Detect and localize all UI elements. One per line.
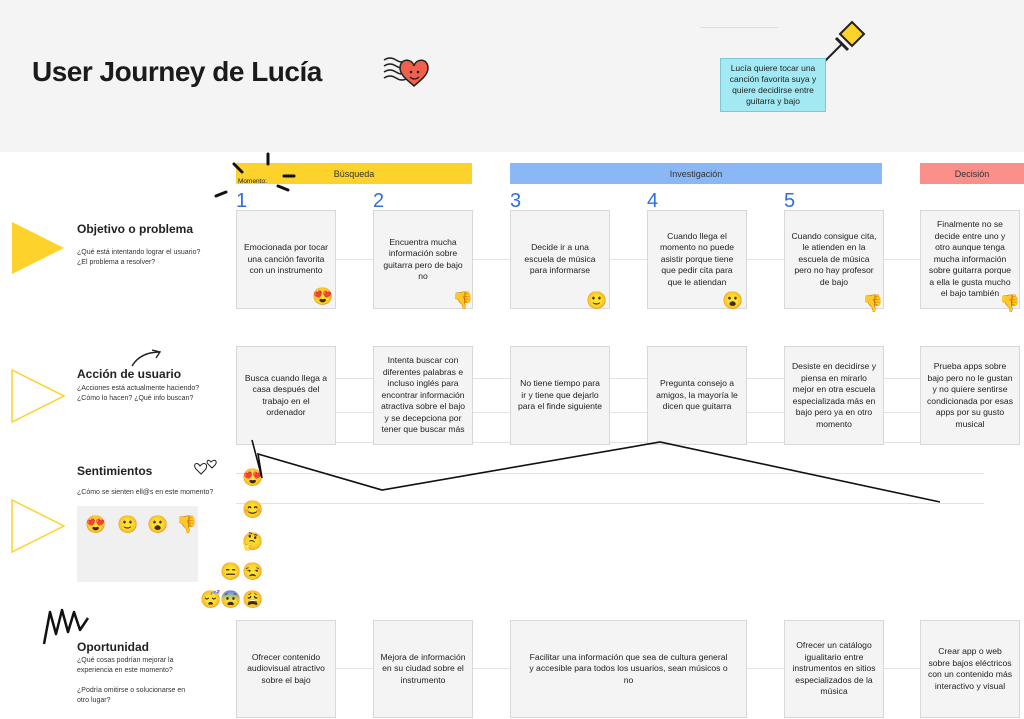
heart-eyes-emoji-icon: 😍 [85, 515, 107, 534]
thumbs-down-icon: 👎 [862, 294, 884, 313]
moment-label: Momento: [238, 178, 267, 185]
step-number-5: 5 [784, 190, 796, 212]
row-subtitle-oportunidad-2: ¿Podría omitirse o solucionarse en otro … [77, 687, 186, 704]
row-subtitle-sentimientos: ¿Cómo se sienten ell@s en este momento? [77, 489, 214, 496]
phase-busqueda: Búsqueda [236, 163, 472, 184]
weary-emoji-icon: 😩 [242, 590, 264, 609]
row-guide-line [236, 503, 984, 504]
row-subtitle-accion: ¿Acciones está actualmente haciendo? ¿Có… [77, 385, 200, 402]
arrow-doodle-icon [131, 349, 162, 367]
smile-emoji-icon: 😊 [242, 500, 264, 519]
accion-card-5: Desiste en decidirse y piensa en mirarlo… [784, 346, 884, 445]
oportunidad-card-3: Facilitar una información que sea de cul… [510, 620, 747, 718]
accion-card-6: Prueba apps sobre bajo pero no le gustan… [920, 346, 1020, 445]
step-number-4: 4 [647, 190, 659, 212]
objetivo-card-6: Finalmente no se decide entre uno y otro… [920, 210, 1020, 309]
row-guide-line [236, 442, 1020, 443]
phase-investigacion: Investigación [510, 163, 882, 184]
thinking-emoji-icon: 🤔 [242, 532, 264, 551]
smile-emoji-icon: 🙂 [117, 515, 139, 534]
row-subtitle-oportunidad-1: ¿Qué cosas podrían mejorar la experienci… [77, 657, 174, 674]
scribble-icon [42, 608, 90, 645]
step-number-1: 1 [236, 190, 248, 212]
emotion-curve-line [251, 439, 941, 503]
step-number-3: 3 [510, 190, 522, 212]
row-guide-line [236, 473, 984, 474]
row-subtitle-objetivo: ¿Qué está intentando lograr el usuario? … [77, 249, 201, 266]
row-title-accion: Acción de usuario [77, 367, 182, 381]
heart-eyes-emoji-icon: 😍 [312, 287, 334, 306]
oportunidad-card-1: Ofrecer contenido audiovisual atractivo … [236, 620, 336, 718]
triangle-outline-icon [11, 498, 66, 554]
row-title-sentimientos: Sentimientos [77, 464, 153, 478]
row-guide-line [236, 259, 1020, 260]
page-title: User Journey de Lucía [32, 56, 322, 87]
accion-card-4: Pregunta consejo a amigos, la mayoría le… [647, 346, 747, 445]
expressionless-emoji-icon: 😑 [220, 562, 242, 581]
accion-card-3: No tiene tiempo para ir y tiene que deja… [510, 346, 610, 445]
thumbs-down-icon: 👎 [999, 294, 1021, 313]
phase-decision: Decisión [920, 163, 1024, 184]
triangle-outline-icon [11, 368, 66, 424]
hearts-doodle-icon [194, 459, 217, 475]
surprised-emoji-icon: 😮 [147, 515, 169, 534]
objetivo-card-2: Encuentra mucha información sobre guitar… [373, 210, 473, 309]
heart-stamp-icon [383, 57, 429, 88]
fearful-emoji-icon: 😨 [220, 590, 242, 609]
emotion-legend-box [77, 506, 198, 582]
row-guide-line [236, 378, 1020, 379]
triangle-marker-icon [12, 222, 64, 274]
surprised-emoji-icon: 😮 [722, 291, 744, 310]
accion-card-1: Busca cuando llega a casa después del tr… [236, 346, 336, 445]
objetivo-card-5: Cuando consigue cita, le atienden en la … [784, 210, 884, 309]
sparkle-icon [214, 152, 296, 198]
row-title-objetivo: Objetivo o problema [77, 222, 194, 236]
unamused-emoji-icon: 😒 [242, 562, 264, 581]
objetivo-card-4: Cuando llega el momento no puede asistir… [647, 210, 747, 309]
objetivo-card-1: Emocionada por tocar una canción favorit… [236, 210, 336, 309]
divider [700, 27, 778, 28]
sleeping-emoji-icon: 😴 [200, 590, 222, 609]
accion-card-2: Intenta buscar con diferentes palabras e… [373, 346, 473, 445]
sticky-note: Lucía quiere tocar una canción favorita … [720, 58, 826, 112]
heart-eyes-emoji-icon: 😍 [242, 468, 264, 487]
row-guide-line [236, 412, 1020, 413]
thumbs-down-icon: 👎 [176, 515, 198, 534]
oportunidad-card-4: Ofrecer un catálogo igualitario entre in… [784, 620, 884, 718]
step-number-2: 2 [373, 190, 385, 212]
smile-emoji-icon: 🙂 [586, 291, 608, 310]
row-title-oportunidad: Oportunidad [77, 640, 149, 654]
thumbs-down-icon: 👎 [452, 291, 474, 310]
objetivo-card-3: Decide ir a una escuela de música para i… [510, 210, 610, 309]
oportunidad-card-2: Mejora de información en su ciudad sobre… [373, 620, 473, 718]
oportunidad-card-5: Crear app o web sobre bajos eléctricos c… [920, 620, 1020, 718]
